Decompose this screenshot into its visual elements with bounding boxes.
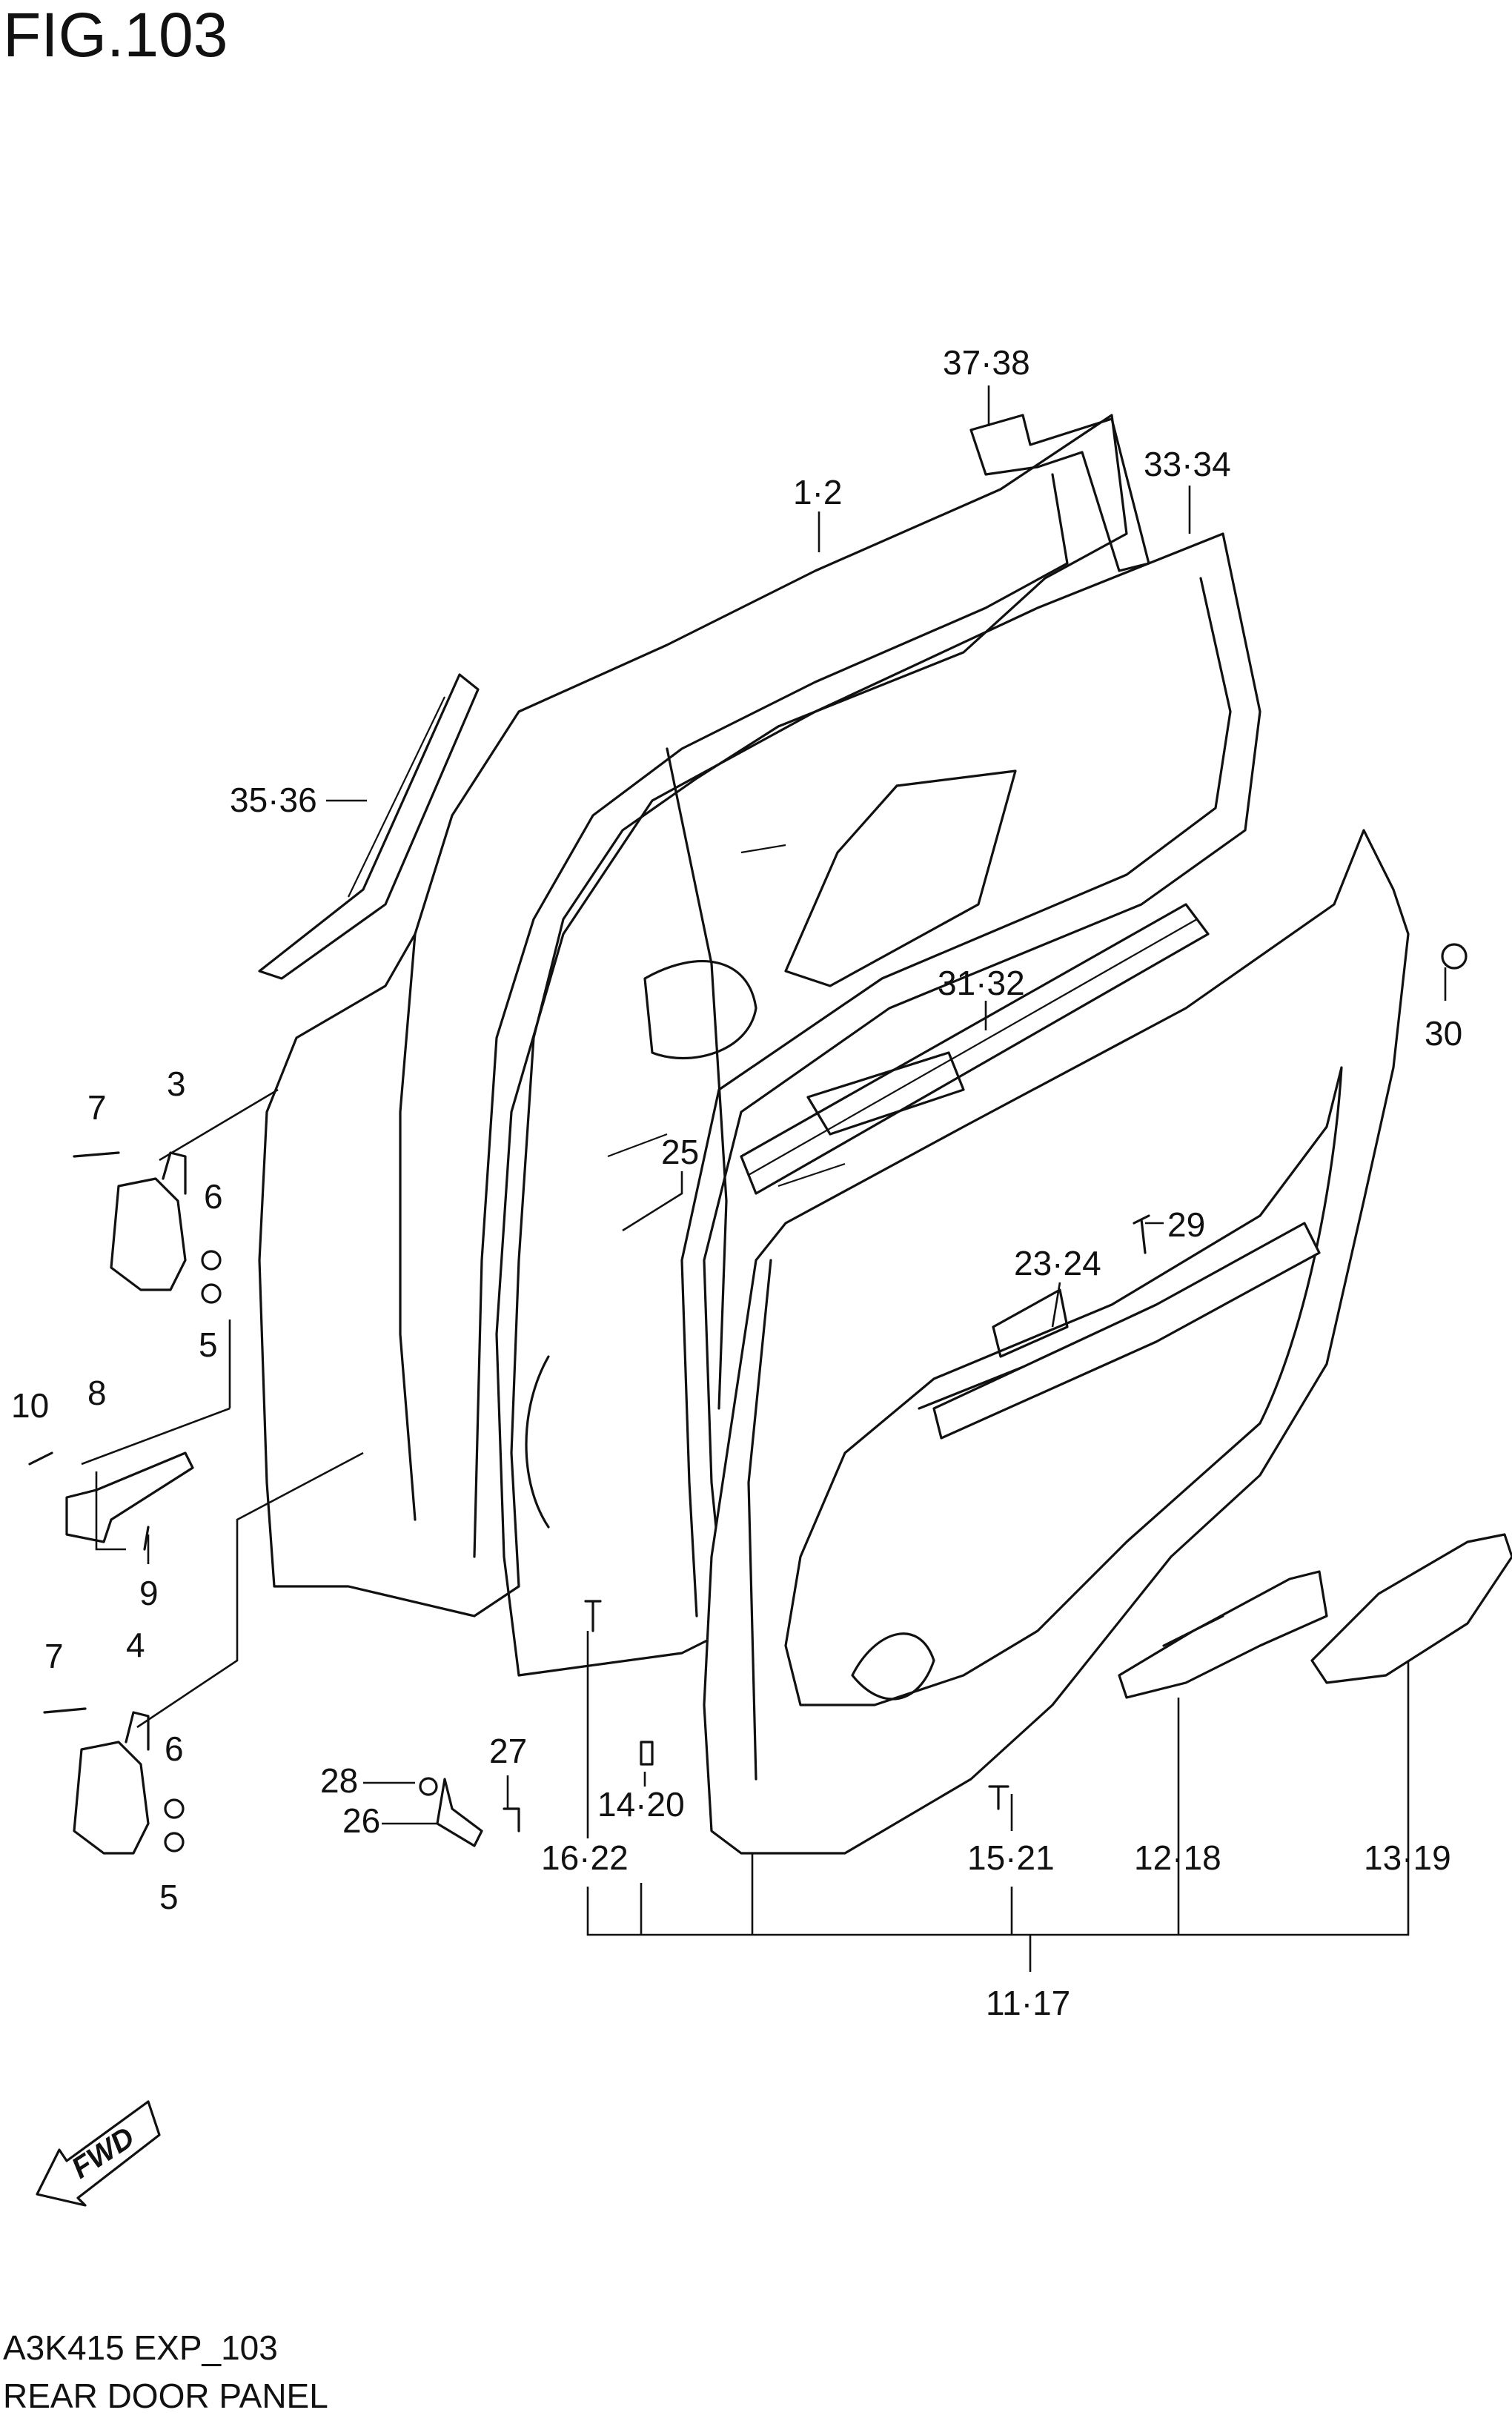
figure-code: A3K415 EXP_103 <box>3 2328 278 2367</box>
callout-11-17: 11·17 <box>986 1984 1070 2022</box>
callout-31-32: 31·32 <box>938 964 1025 1002</box>
callout-27: 27 <box>489 1732 527 1770</box>
sash-trim-part <box>969 414 1150 572</box>
fasteners <box>419 943 1468 1847</box>
callout-23-24: 23·24 <box>1014 1244 1101 1282</box>
callout-16-22: 16·22 <box>541 1838 629 1877</box>
callout-5-lower: 5 <box>159 1878 179 1916</box>
callout-4: 4 <box>126 1626 145 1664</box>
callout-15-21: 15·21 <box>967 1838 1055 1877</box>
callout-1-2: 1·2 <box>793 473 842 511</box>
callout-25: 25 <box>661 1133 699 1171</box>
door-weatherstrip-part <box>495 532 1261 1677</box>
callout-5-upper: 5 <box>199 1325 218 1364</box>
callout-33-34: 33·34 <box>1144 445 1231 483</box>
callout-labels: 37·38 1·2 33·34 35·36 31·32 30 7 3 6 5 2… <box>11 343 1462 2022</box>
belt-molding-part <box>740 903 1210 1195</box>
callout-14-20: 14·20 <box>597 1785 685 1824</box>
callout-30: 30 <box>1425 1014 1462 1053</box>
fwd-arrow: FWD <box>36 2100 161 2207</box>
callout-12-18: 12·18 <box>1134 1838 1221 1877</box>
figure-title: FIG.103 <box>3 0 228 70</box>
callout-9: 9 <box>139 1574 159 1612</box>
callout-28: 28 <box>320 1761 358 1800</box>
door-frame-part <box>258 414 1128 1618</box>
callout-6-lower: 6 <box>165 1729 184 1768</box>
armrest-pad-part <box>1310 1533 1512 1684</box>
callout-37-38: 37·38 <box>943 343 1030 382</box>
callout-35-36: 35·36 <box>230 781 317 819</box>
front-weatherstrip-part <box>258 673 480 980</box>
door-check-part <box>28 1451 194 1551</box>
callout-7-lower: 7 <box>44 1637 64 1675</box>
callout-8: 8 <box>87 1374 107 1412</box>
callout-7-upper: 7 <box>87 1088 107 1127</box>
pull-handle-part <box>1118 1570 1328 1699</box>
callout-26: 26 <box>342 1801 380 1840</box>
upper-hinge-part <box>73 1151 222 1304</box>
figure-name: REAR DOOR PANEL <box>3 2377 328 2415</box>
leader-lines <box>81 385 1447 1972</box>
callout-6-upper: 6 <box>204 1177 223 1216</box>
callout-29: 29 <box>1167 1205 1205 1244</box>
callout-3: 3 <box>167 1064 186 1103</box>
armrest-bezel-part <box>932 1222 1321 1440</box>
callout-13-19: 13·19 <box>1364 1838 1451 1877</box>
door-trim-panel-part <box>703 829 1410 1855</box>
callout-10: 10 <box>11 1386 49 1425</box>
lower-hinge-part <box>43 1707 185 1855</box>
